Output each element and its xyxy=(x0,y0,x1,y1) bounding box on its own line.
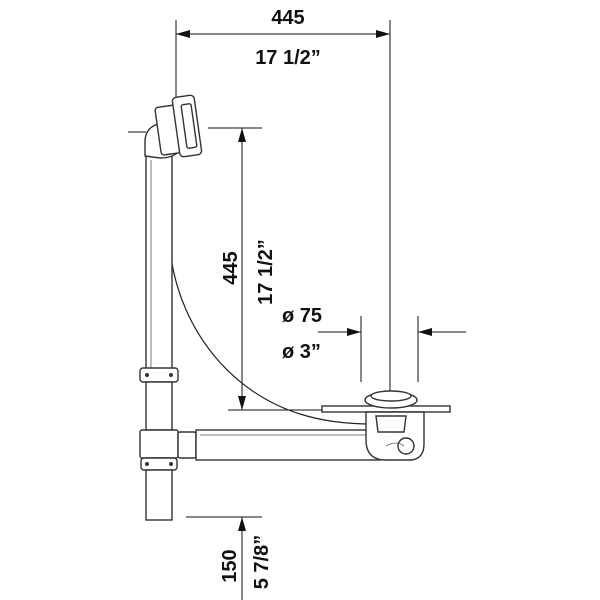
top-dim-inch-label: 17 1/2” xyxy=(255,47,321,69)
tee-junction xyxy=(139,429,179,459)
vertical-drain-pipe xyxy=(139,155,179,521)
diameter-dim-arrow-right xyxy=(418,328,432,336)
drain-plug-top xyxy=(370,390,412,402)
vertical-pipe-upper xyxy=(145,155,173,373)
overflow-cover-inner xyxy=(180,103,198,149)
drain-valve xyxy=(321,390,451,461)
coupling-rivet xyxy=(145,373,149,377)
drain-outlet-curve xyxy=(385,442,405,447)
horizontal-coupling xyxy=(177,431,197,459)
dimension-lines xyxy=(175,20,466,600)
bottom-dim-arrow xyxy=(238,517,246,531)
diameter-mm-label: ø 75 xyxy=(282,305,322,327)
coupling-rivet xyxy=(145,462,149,466)
overflow-fitting xyxy=(128,94,203,159)
vertical-dim-arrow-top xyxy=(238,128,246,142)
bowden-cable xyxy=(170,257,373,425)
vertical-dim-mm-label: 445 xyxy=(220,251,242,284)
diameter-inch-label: ø 3” xyxy=(282,341,321,363)
horizontal-drain-pipe xyxy=(177,429,381,461)
drain-outlet-nozzle xyxy=(397,437,415,455)
bottom-dim-inch-label: 5 7/8” xyxy=(251,535,273,589)
vertical-pipe-outlet xyxy=(145,469,173,521)
vertical-pipe-middle xyxy=(145,381,173,431)
coupling-rivet xyxy=(169,462,173,466)
vertical-dim-inch-label: 17 1/2” xyxy=(255,239,277,305)
top-dim-arrow-right xyxy=(376,30,390,38)
top-dim-mm-label: 445 xyxy=(271,7,304,29)
top-dim-arrow-left xyxy=(176,30,190,38)
bottom-dim-mm-label: 150 xyxy=(219,549,241,582)
diameter-dim-arrow-left xyxy=(347,328,361,336)
coupling-rivet xyxy=(169,373,173,377)
drain-inner-seat xyxy=(375,415,407,433)
vertical-dim-arrow-bottom xyxy=(238,396,246,410)
horizontal-pipe xyxy=(195,429,381,461)
